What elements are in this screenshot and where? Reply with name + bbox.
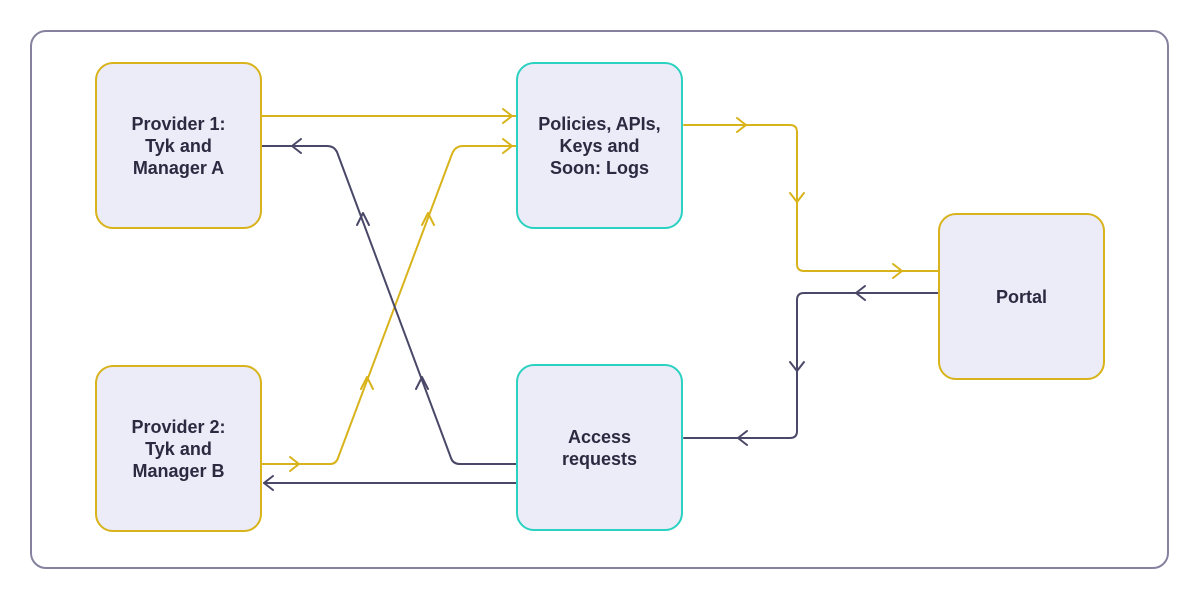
arrow-chevron (291, 138, 302, 154)
arrow-chevron (855, 285, 866, 301)
edge-provider2-to-policies (261, 145, 517, 465)
arrow-chevron (737, 430, 748, 446)
node-portal: Portal (938, 213, 1105, 380)
arrow-chevron (360, 376, 374, 390)
arrow-chevron (502, 138, 513, 154)
arrow-chevron (892, 263, 903, 279)
arrow-chevron (736, 117, 747, 133)
arrow-chevron (502, 108, 513, 124)
diagram-frame (30, 30, 1169, 569)
arrow-chevron (789, 192, 805, 203)
node-policies-apis-keys: Policies, APIs, Keys and Soon: Logs (516, 62, 683, 229)
node-access-requests: Access requests (516, 364, 683, 531)
node-label: Policies, APIs, Keys and Soon: Logs (538, 113, 661, 178)
edge-portal-to-access (683, 292, 939, 439)
edge-access-to-provider1 (261, 145, 517, 465)
node-label: Provider 2: Tyk and Manager B (131, 416, 226, 481)
arrow-chevron (289, 456, 300, 472)
edge-policies-to-portal (683, 124, 939, 272)
node-label: Provider 1: Tyk and Manager A (131, 113, 226, 178)
arrow-chevron (263, 475, 274, 491)
arrow-chevron (789, 361, 805, 372)
node-label: Portal (995, 286, 1047, 307)
node-provider-1: Provider 1: Tyk and Manager A (95, 62, 262, 229)
node-label: Access requests (561, 426, 638, 469)
arrow-chevron (421, 212, 435, 226)
arrow-chevron (356, 212, 370, 226)
arrow-chevron (415, 376, 429, 390)
node-provider-2: Provider 2: Tyk and Manager B (95, 365, 262, 532)
